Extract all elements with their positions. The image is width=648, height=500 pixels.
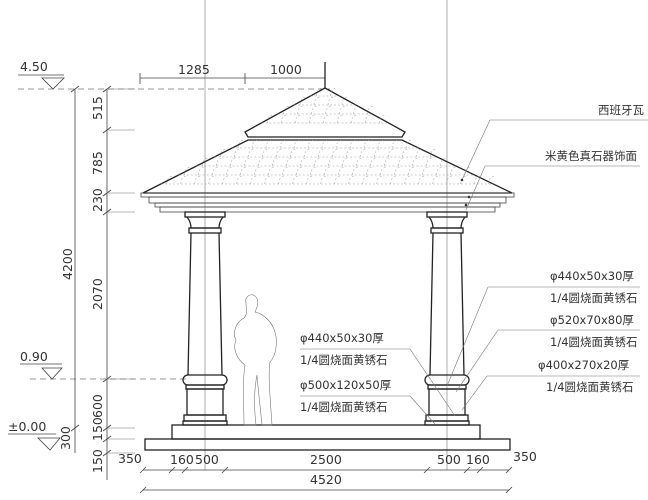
- dim-tick: [168, 466, 176, 474]
- dim-1285: 1285: [178, 62, 210, 77]
- left-column: [182, 211, 228, 426]
- right-note-1-material: 1/4圆烧面黄锈石: [550, 291, 638, 305]
- lower-roof: [142, 139, 513, 194]
- level-0-00: ±0.00: [8, 419, 61, 451]
- level-4-50: 4.50: [18, 59, 330, 90]
- dim-150-upper: 150: [90, 417, 105, 441]
- dim-tick: [221, 466, 229, 474]
- dim-tick: [70, 424, 80, 432]
- level-label-top: 4.50: [20, 59, 48, 74]
- dim-tick: [505, 466, 513, 474]
- dim-right-160: 160: [466, 452, 490, 467]
- dim-tick: [476, 466, 484, 474]
- level-label-ground: ±0.00: [8, 419, 46, 434]
- left-column-annotations: φ440x50x30厚 1/4圆烧面黄锈石 φ500x120x50厚 1/4圆烧…: [300, 331, 456, 425]
- top-dimensions: 1285 1000: [139, 62, 325, 84]
- dim-600: 600: [90, 394, 105, 418]
- dim-right-350: 350: [513, 449, 537, 464]
- vertical-dimensions: 4200 515 785 230 2070 600 150 150 300: [58, 85, 135, 480]
- level-label-mid: 0.90: [20, 349, 48, 364]
- dim-right-500: 500: [437, 452, 461, 467]
- dim-4200: 4200: [60, 248, 75, 280]
- dim-2070: 2070: [90, 278, 105, 310]
- dim-4520: 4520: [310, 472, 342, 487]
- dim-tick: [423, 466, 431, 474]
- roof: [140, 62, 515, 213]
- dim-tick: [139, 466, 147, 474]
- dim-150-lower: 150: [90, 449, 105, 473]
- right-note-2-material: 1/4圆烧面黄锈石: [550, 335, 638, 349]
- left-note-1-spec: φ440x50x30厚: [300, 331, 384, 345]
- left-note-1-material: 1/4圆烧面黄锈石: [300, 353, 388, 367]
- platform: [144, 424, 511, 451]
- right-note-2-spec: φ520x70x80厚: [550, 313, 634, 327]
- bottom-dimensions: 350 160 500 2500 500 160 350 4520: [118, 449, 537, 494]
- left-note-2-spec: φ500x120x50厚: [300, 378, 391, 392]
- dim-tick: [505, 486, 513, 494]
- note-spanish-tile: 西班牙瓦: [598, 103, 644, 117]
- dim-tick: [463, 466, 471, 474]
- dim-230: 230: [90, 188, 105, 212]
- dim-300: 300: [58, 426, 73, 450]
- dim-1000: 1000: [270, 62, 302, 77]
- level-0-90: 0.90: [20, 349, 190, 380]
- dim-left-160: 160: [170, 452, 194, 467]
- dim-2500: 2500: [310, 452, 342, 467]
- note-stone-paint: 米黄色真石器饰面: [545, 149, 637, 163]
- dim-left-350: 350: [118, 451, 142, 466]
- dim-tick: [181, 466, 189, 474]
- dim-tick: [70, 85, 80, 93]
- human-figure: [234, 294, 277, 426]
- right-note-1-spec: φ440x50x30厚: [550, 269, 634, 283]
- right-note-3-material: 1/4圆烧面黄锈石: [546, 380, 634, 394]
- right-column: [424, 211, 470, 426]
- dim-515: 515: [90, 96, 105, 120]
- right-note-3-spec: φ400x270x20厚: [538, 358, 629, 372]
- dim-785: 785: [90, 151, 105, 175]
- roof-annotations: 西班牙瓦 米黄色真石器饰面: [460, 103, 648, 211]
- dim-left-500: 500: [195, 452, 219, 467]
- left-note-2-material: 1/4圆烧面黄锈石: [300, 400, 388, 414]
- right-column-annotations: φ440x50x30厚 1/4圆烧面黄锈石 φ520x70x80厚 1/4圆烧面…: [446, 269, 640, 411]
- upper-roof: [244, 87, 406, 138]
- dim-tick: [139, 486, 147, 494]
